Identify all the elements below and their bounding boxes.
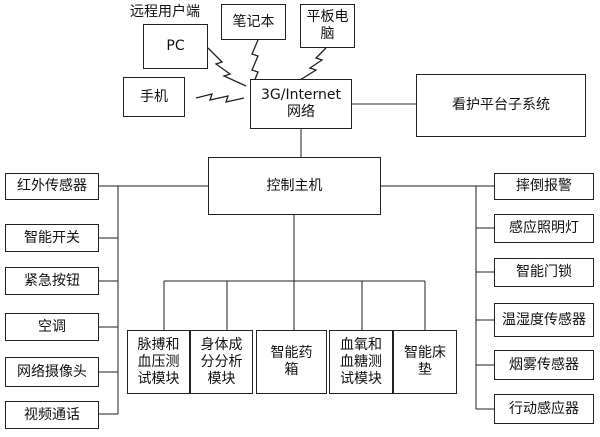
wireless-link-tablet-icon [299, 47, 327, 81]
care-platform-subsystem: 看护平台子系统 [416, 74, 586, 137]
module-pulse-blood-pressure: 脉搏和 血压测 试模块 [127, 330, 190, 394]
right-device-smoke-sensor: 烟雾传感器 [494, 350, 594, 380]
module-smart-mattress: 智能床 垫 [393, 330, 457, 394]
module-blood-oxygen-glucose: 血氧和 血糖测 试模块 [329, 330, 393, 394]
left-device-smart-switch: 智能开关 [5, 224, 99, 252]
right-device-fall-alarm: 摔倒报警 [494, 173, 594, 200]
left-device-video-call: 视频通话 [5, 401, 99, 429]
right-device-induction-light: 感应照明灯 [494, 214, 594, 243]
tablet-terminal: 平板电 脑 [300, 4, 355, 48]
right-device-motion-sensor: 行动感应器 [494, 394, 594, 424]
wireless-link-phone-icon [195, 93, 245, 103]
wireless-link-pc-icon [207, 47, 247, 87]
left-device-network-camera: 网络摄像头 [5, 357, 99, 387]
control-host: 控制主机 [208, 157, 381, 215]
network-node: 3G/Internet 网络 [250, 79, 352, 129]
left-device-emergency-button: 紧急按钮 [5, 267, 99, 295]
wireless-link-notebook-icon [251, 39, 259, 83]
right-device-smart-lock: 智能门锁 [494, 258, 594, 287]
left-device-air-conditioner: 空调 [5, 313, 99, 341]
phone-terminal: 手机 [123, 77, 185, 117]
remote-user-label: 远程用户端 [130, 4, 200, 20]
left-device-infrared-sensor: 红外传感器 [5, 173, 99, 200]
notebook-terminal: 笔记本 [221, 4, 286, 40]
module-body-composition: 身体成 分分析 模块 [190, 330, 253, 394]
right-device-temp-humidity-sensor: 温湿度传感器 [494, 303, 594, 337]
module-smart-medicine-box: 智能药 箱 [256, 330, 327, 394]
pc-terminal: PC [143, 24, 208, 69]
